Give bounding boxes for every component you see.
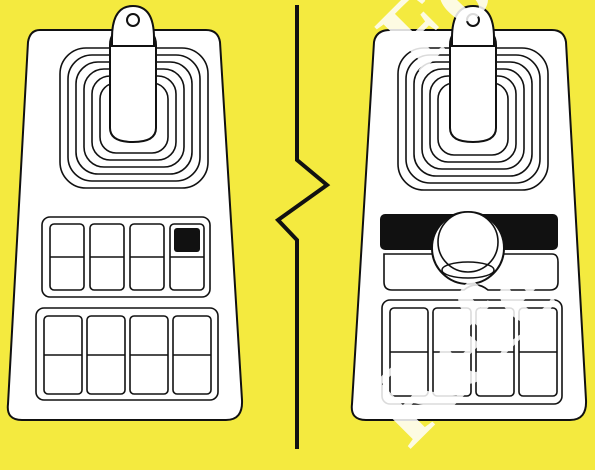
right-lower-buttons (389, 307, 558, 397)
left-lanyard-hole (126, 13, 140, 27)
left-active-button-indicator[interactable] (174, 228, 200, 252)
left-control-panel (6, 4, 244, 421)
diagram-canvas: Fo Refe (6, 0, 588, 468)
right-control-panel (350, 4, 588, 421)
right-lanyard-hole (466, 13, 480, 27)
joystick-panels-illustration (6, 4, 588, 449)
left-lower-buttons (43, 315, 212, 395)
right-rotary-knob[interactable] (431, 211, 505, 285)
zigzag-divider (274, 5, 331, 449)
